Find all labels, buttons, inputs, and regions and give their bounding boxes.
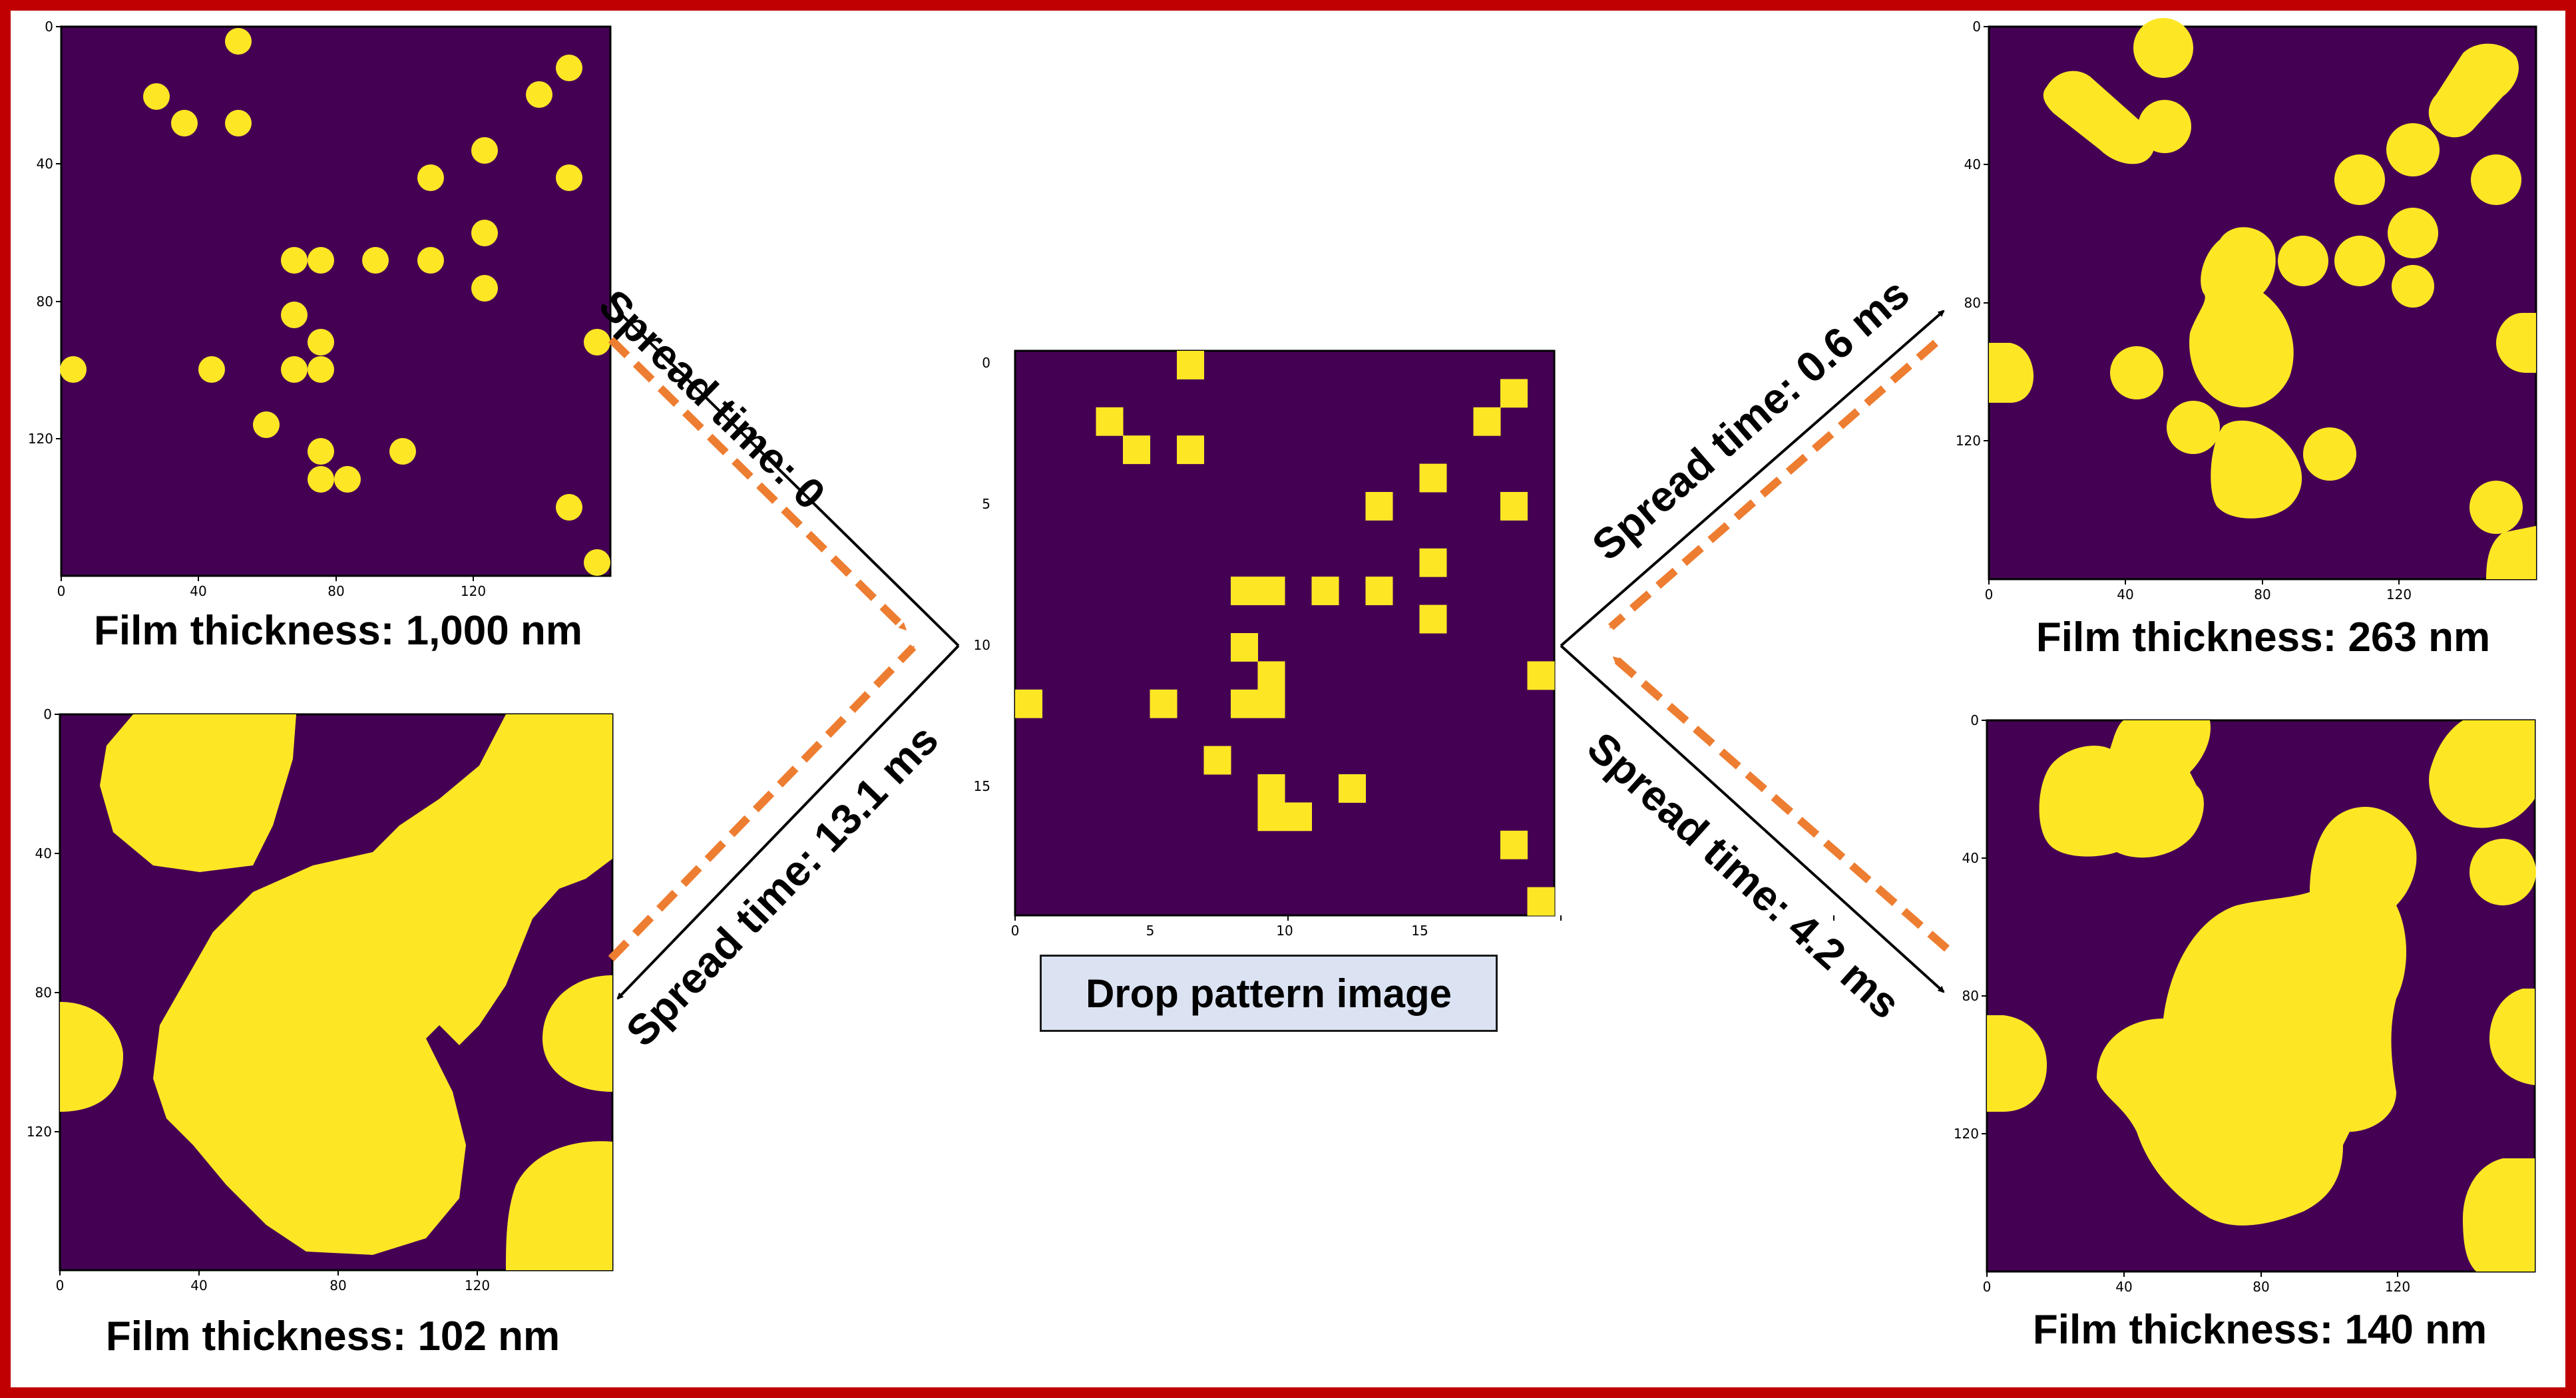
x-tick: 10	[1276, 923, 1293, 939]
drop-cell	[1257, 577, 1285, 606]
x-tick: 5	[1146, 923, 1155, 939]
drop-cell	[1285, 802, 1312, 831]
y-tick: 5	[982, 496, 990, 512]
panel-top-left: 0 40 80 120 0 40 80 120	[28, 19, 612, 599]
dashed-arrow-bottom-left	[608, 644, 917, 962]
drop-cell	[1473, 407, 1501, 436]
drop-cell	[1419, 463, 1447, 493]
dashed-arrow-top-right	[1608, 340, 1938, 630]
caption-bottom-right: Film thickness: 140 nm	[2032, 1307, 2487, 1353]
y-tick: 10	[974, 637, 990, 653]
drop-cell	[1365, 577, 1393, 606]
y-tick: 80	[37, 294, 53, 310]
x-tick: 0	[1011, 923, 1020, 939]
x-tick: 120	[2385, 1279, 2410, 1295]
y-tick: 0	[1970, 712, 1979, 728]
y-tick: 40	[1964, 156, 1981, 172]
drop-cell	[1257, 661, 1285, 690]
drop-cell	[1231, 689, 1258, 718]
arrow-to-top-right	[1560, 310, 1945, 647]
y-tick: 120	[27, 1124, 52, 1140]
drop-cell	[1015, 689, 1042, 718]
x-tick: 80	[327, 583, 344, 599]
y-tick: 120	[1956, 433, 1981, 449]
y-tick: 0	[982, 355, 990, 371]
x-tick: 0	[56, 1278, 65, 1293]
x-tick: 120	[465, 1278, 490, 1293]
dashed-arrows	[608, 336, 1950, 962]
y-tick: 80	[1962, 988, 1979, 1004]
drop-cell	[1257, 689, 1285, 718]
x-tick: 0	[1983, 1279, 1992, 1295]
y-tick: 0	[1972, 19, 1981, 35]
x-tick: 40	[190, 583, 206, 599]
x-tick: 80	[329, 1278, 346, 1293]
arrow-to-bottom-right	[1560, 644, 1945, 993]
drop-cell	[1500, 379, 1528, 408]
solid-arrows	[616, 310, 1945, 1000]
drop-cell	[1123, 435, 1150, 465]
y-tick: 0	[43, 706, 52, 722]
x-tick: 120	[2386, 586, 2412, 602]
drop-cell	[1527, 661, 1555, 690]
drop-cell	[1231, 577, 1258, 606]
x-tick: 0	[57, 583, 66, 599]
caption-top-left: Film thickness: 1,000 nm	[94, 608, 582, 654]
drops	[1989, 18, 2536, 579]
drop-cell	[1339, 774, 1366, 803]
drop-cell	[1231, 633, 1258, 662]
y-tick: 40	[1962, 850, 1979, 866]
y-tick: 15	[974, 778, 990, 794]
drop-cell	[1365, 492, 1393, 521]
x-tick: 120	[461, 583, 486, 599]
caption-bottom-left: Film thickness: 102 nm	[105, 1313, 560, 1359]
arrow-to-top-left	[616, 310, 960, 647]
drop-cell	[1419, 604, 1447, 634]
drop-cell	[1500, 492, 1528, 521]
drops	[60, 714, 612, 1270]
drop-cell	[1177, 351, 1204, 379]
drop-cell	[1419, 548, 1447, 577]
x-tick: 80	[2254, 586, 2270, 602]
y-tick: 120	[28, 431, 53, 447]
drops	[60, 28, 610, 576]
dashed-arrow-bottom-right	[1611, 654, 1950, 952]
drop-pattern-grid: 0 5 10 15 0 5 10 15	[974, 350, 1834, 939]
drop-cell	[1150, 689, 1178, 718]
caption-top-right: Film thickness: 263 nm	[2036, 614, 2491, 660]
y-tick: 0	[45, 19, 53, 35]
x-tick: 40	[2117, 586, 2133, 602]
drop-cell	[1527, 887, 1555, 916]
panel-top-right: 0 40 80 120 0 40 80 120	[1956, 18, 2537, 602]
drop-cell	[1203, 746, 1231, 775]
y-tick: 40	[35, 845, 52, 861]
panel-bottom-left: 0 40 80 120 0 40 80 120	[27, 706, 614, 1293]
drop-cell	[1096, 407, 1124, 436]
panel-bottom-right: 0 40 80 120 0 40 80 120	[1954, 712, 2536, 1295]
drop-cell	[1257, 802, 1285, 831]
y-tick: 120	[1954, 1126, 1979, 1142]
dashed-arrow-top-left	[608, 336, 909, 632]
drop-pattern-label: Drop pattern image	[1040, 955, 1498, 1032]
drop-cell	[1177, 435, 1204, 465]
drop-cell	[1257, 774, 1285, 803]
x-tick: 40	[2115, 1279, 2132, 1295]
x-tick: 80	[2253, 1279, 2269, 1295]
drop-cells	[1015, 351, 1555, 916]
x-tick: 15	[1411, 923, 1428, 939]
y-tick: 40	[37, 156, 53, 172]
x-tick: 40	[190, 1278, 207, 1293]
drop-cell	[1311, 577, 1339, 606]
y-tick: 80	[1964, 295, 1981, 311]
drop-cell	[1500, 830, 1528, 859]
y-tick: 80	[35, 985, 52, 1001]
drops	[1987, 720, 2536, 1272]
x-tick: 0	[1985, 586, 1994, 602]
arrow-to-bottom-left	[616, 644, 960, 1000]
